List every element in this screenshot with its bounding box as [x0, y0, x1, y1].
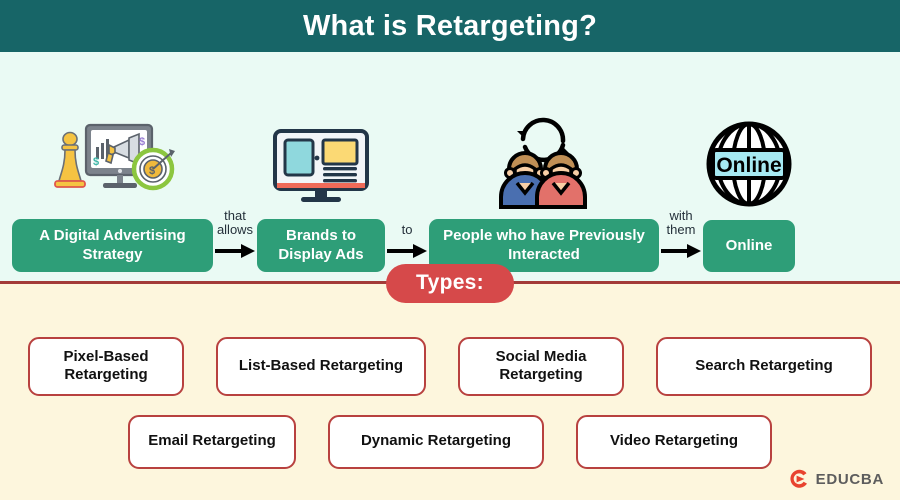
type-card[interactable]: Pixel-Based Retargeting: [28, 337, 184, 396]
svg-text:$: $: [149, 165, 155, 177]
flow-pill-4: Online: [703, 220, 795, 272]
globe-online-icon: Online: [703, 118, 795, 210]
type-card[interactable]: Social Media Retargeting: [458, 337, 624, 396]
flow-connector-3: with them: [659, 96, 703, 282]
flow-pill-2: Brands to Display Ads: [257, 219, 385, 272]
flow-pill-3: People who have Previously Interacted: [429, 219, 659, 272]
flow-section: $ $ $: [0, 52, 900, 282]
connector-label-2: to: [401, 222, 413, 238]
svg-text:$: $: [139, 136, 145, 148]
flow-connector-1: that allows: [213, 96, 257, 282]
display-ad-monitor-icon: [269, 117, 373, 209]
educba-mark-icon: [790, 469, 807, 488]
types-row-2: Email Retargeting Dynamic Retargeting Vi…: [0, 414, 900, 469]
svg-text:$: $: [93, 156, 99, 168]
type-card[interactable]: Video Retargeting: [576, 414, 772, 469]
two-people-refresh-icon: [489, 117, 599, 210]
connector-label-3: with them: [666, 207, 696, 238]
type-card[interactable]: Search Retargeting: [656, 337, 872, 396]
educba-logo-text: EDUCBA: [815, 470, 884, 488]
flow-step-2: Brands to Display Ads: [257, 86, 385, 282]
educba-logo: EDUCBA: [788, 468, 884, 490]
flow-step-1: $ $ $: [12, 86, 213, 282]
arrow-right-icon: [661, 244, 701, 258]
page-title: What is Retargeting?: [302, 9, 597, 42]
types-row-1: Pixel-Based Retargeting List-Based Retar…: [0, 337, 900, 396]
flow-row: $ $ $: [0, 52, 900, 282]
arrow-right-icon: [215, 244, 255, 258]
connector-label-1: that allows: [216, 207, 254, 238]
header-banner: What is Retargeting?: [0, 0, 900, 52]
type-card[interactable]: Dynamic Retargeting: [328, 414, 544, 469]
globe-banner-label: Online: [716, 154, 781, 177]
flow-pill-1: A Digital Advertising Strategy: [12, 219, 213, 272]
type-card[interactable]: List-Based Retargeting: [216, 337, 426, 396]
flow-step-4: Online Online: [703, 86, 795, 282]
type-card[interactable]: Email Retargeting: [128, 414, 296, 469]
flow-connector-2: to: [385, 96, 429, 282]
flow-step-3: People who have Previously Interacted: [429, 86, 659, 282]
types-section: Pixel-Based Retargeting List-Based Retar…: [0, 284, 900, 500]
types-badge: Types:: [386, 264, 514, 303]
monitor-megaphone-target-icon: $ $ $: [43, 117, 183, 209]
arrow-right-icon: [387, 244, 427, 258]
